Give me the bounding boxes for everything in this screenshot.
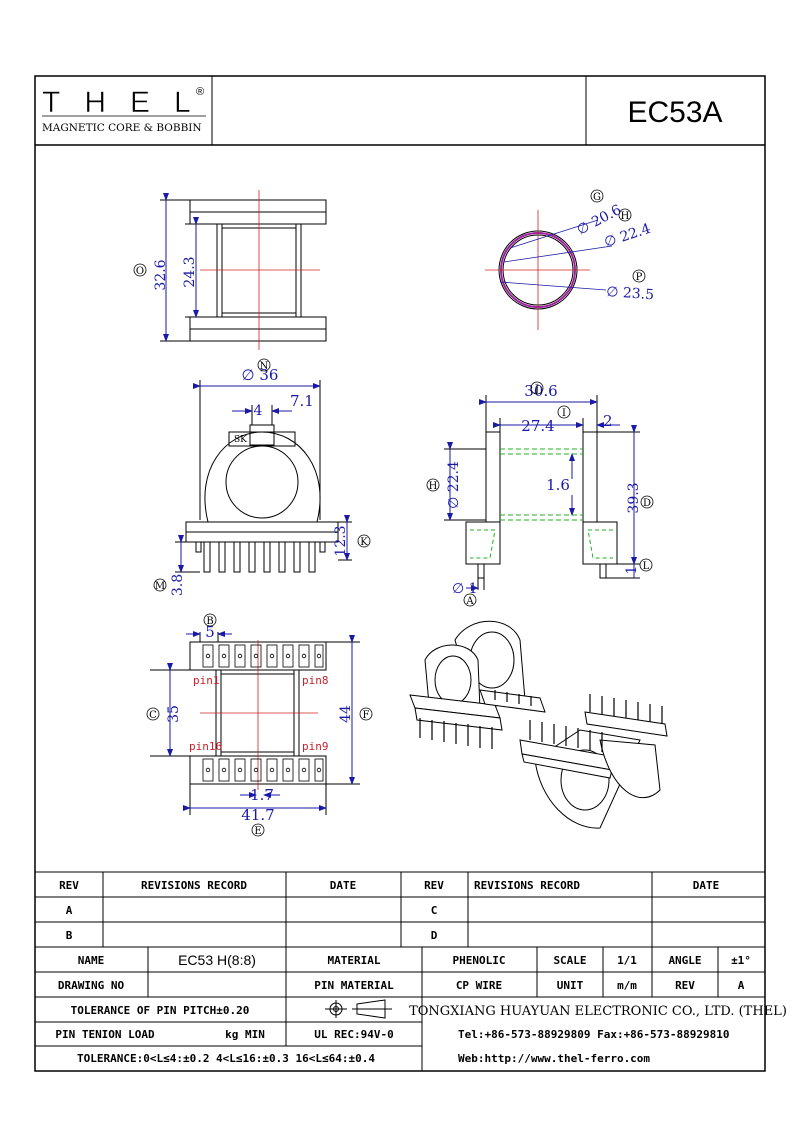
svg-text:32.6: 32.6 [153,259,169,290]
svg-text:1.6: 1.6 [546,476,570,494]
svg-text:2: 2 [603,412,613,430]
svg-text:∅ 22.4: ∅ 22.4 [446,461,462,509]
svg-text:1: 1 [624,566,640,575]
svg-text:REV: REV [424,879,444,892]
svg-text:39.3: 39.3 [626,482,642,513]
svg-text:UNIT: UNIT [557,979,584,992]
svg-text:I: I [562,408,566,419]
svg-text:TOLERANCE OF PIN PITCH±0.20: TOLERANCE OF PIN PITCH±0.20 [71,1004,250,1017]
svg-text:12.3: 12.3 [333,525,349,556]
svg-text:44: 44 [338,705,354,723]
svg-text:NAME: NAME [78,954,105,967]
company-web: Web:http://www.thel-ferro.com [458,1052,650,1065]
svg-text:H: H [621,211,630,222]
svg-text:∅ 22.4: ∅ 22.4 [602,221,653,251]
svg-text:MATERIAL: MATERIAL [328,954,381,967]
svg-text:7.1: 7.1 [290,392,314,410]
svg-text:A: A [465,596,474,607]
bottom-view [150,631,360,815]
company-logo: THEL ® MAGNETIC CORE & BOBBIN [42,86,215,134]
svg-text:G: G [593,192,601,203]
svg-text:30.6: 30.6 [524,382,557,400]
svg-text:PIN TENION LOAD: PIN TENION LOAD [55,1028,155,1041]
bobbin-isometric-1 [409,620,546,731]
svg-text:27.4: 27.4 [521,417,554,435]
svg-text:m/m: m/m [617,979,637,992]
svg-text:REVISIONS RECORD: REVISIONS RECORD [141,879,247,892]
side-view [444,395,640,591]
top-view [160,190,327,350]
front-view [175,380,352,573]
svg-text:∅ 36: ∅ 36 [242,366,279,384]
rev-c: C [431,904,438,917]
svg-text:ANGLE: ANGLE [668,954,701,967]
title-block-grid [35,871,765,1071]
svg-text:kg MIN: kg MIN [225,1028,265,1041]
svg-text:PIN MATERIAL: PIN MATERIAL [314,979,394,992]
svg-text:J: J [534,384,539,395]
rev-b: B [66,929,73,942]
part-number: EC53A [627,96,722,129]
svg-text:DATE: DATE [693,879,720,892]
svg-text:CP WIRE: CP WIRE [456,979,502,992]
svg-text:REV: REV [59,879,79,892]
svg-text:1/1: 1/1 [617,954,637,967]
svg-text:UL REC:94V-0: UL REC:94V-0 [314,1028,393,1041]
bottom-pin-slots [202,644,324,782]
svg-text:MAGNETIC CORE & BOBBIN: MAGNETIC CORE & BOBBIN [42,122,202,134]
projection-symbol [325,999,392,1019]
svg-text:PHENOLIC: PHENOLIC [453,954,506,967]
svg-text:L: L [643,561,650,572]
svg-text:3.8: 3.8 [170,574,186,596]
sheet-border [34,75,766,1072]
svg-text:pin16: pin16 [189,740,222,753]
rev-d: D [431,929,438,942]
svg-text:®: ® [196,86,204,98]
svg-text:35: 35 [166,705,182,723]
svg-text:E: E [254,826,261,837]
svg-text:±1°: ±1° [731,954,751,967]
svg-text:1.7: 1.7 [250,786,274,804]
circle-view [485,210,613,330]
svg-text:M: M [155,581,165,592]
svg-text:THEL: THEL [42,86,215,119]
part-name: EC53 H(8:8) [178,952,256,968]
svg-text:41.7: 41.7 [241,806,274,824]
rev-a: A [66,904,73,917]
svg-text:F: F [363,710,370,721]
svg-text:pin8: pin8 [302,674,329,687]
svg-text:N: N [260,361,269,372]
company-tel: Tel:+86-573-88929809 Fax:+86-573-8892981… [458,1028,730,1041]
svg-text:5: 5 [205,623,215,641]
company-name: TONGXIANG HUAYUAN ELECTRONIC CO., LTD. (… [409,1004,787,1019]
svg-text:REVISIONS RECORD: REVISIONS RECORD [474,879,580,892]
front-pins [195,541,326,573]
svg-text:TOLERANCE:0<L≤4:±0.2 4<L≤16:±: TOLERANCE:0<L≤4:±0.2 4<L≤16:±0.3 16<L≤64… [77,1052,375,1065]
svg-text:B: B [206,616,213,627]
svg-text:DRAWING NO: DRAWING NO [58,979,125,992]
svg-text:H: H [429,481,438,492]
svg-text:4: 4 [254,403,263,419]
svg-text:∅ 1: ∅ 1 [452,581,478,597]
svg-text:24.3: 24.3 [182,256,198,287]
svg-text:REV: REV [675,979,695,992]
svg-text:D: D [643,498,651,509]
bobbin-isometric-2 [519,711,668,829]
svg-text:A: A [738,979,745,992]
svg-text:∅ 23.5: ∅ 23.5 [606,284,655,303]
svg-text:K: K [360,537,368,548]
bobbin-isometric-1-pins [419,690,532,749]
svg-text:C: C [149,710,157,721]
svg-text:DATE: DATE [330,879,357,892]
svg-text:SCALE: SCALE [553,954,586,967]
bobbin-isometric-2-pins [529,694,663,752]
svg-text:pin9: pin9 [302,740,329,753]
svg-text:P: P [636,272,643,283]
svg-text:O: O [136,266,144,277]
svg-text:pin1: pin1 [193,674,220,687]
svg-text:SK: SK [234,435,247,445]
